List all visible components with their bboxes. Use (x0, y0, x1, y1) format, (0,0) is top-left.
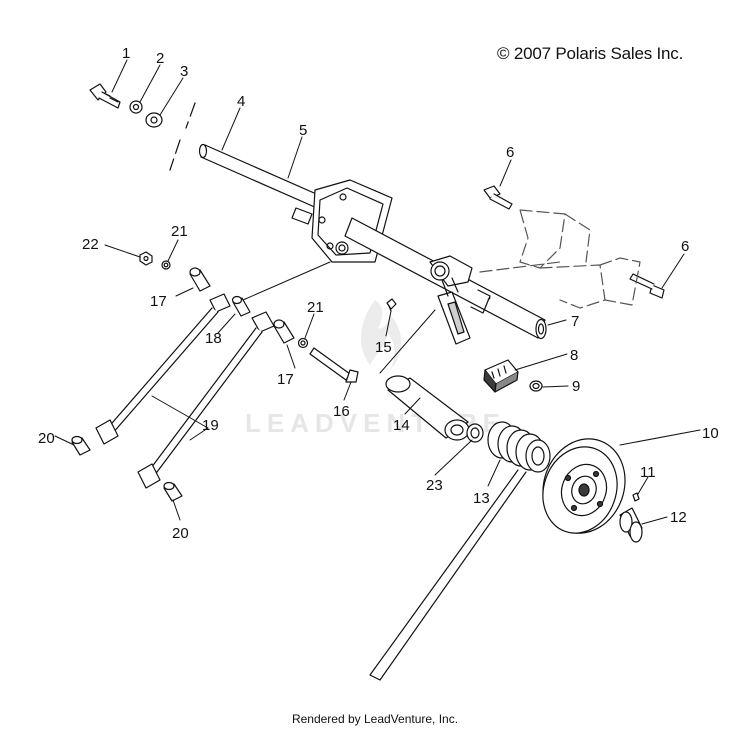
part-1-bolt (89, 83, 121, 109)
part-19-strap-right (137, 311, 275, 489)
part-20-bushing-left (71, 435, 91, 456)
callout-1: 1 (122, 45, 130, 62)
part-3-washer (145, 112, 163, 128)
part-15-grease-fitting (386, 298, 397, 312)
part-12-bushing (619, 507, 643, 543)
callouts: 1 2 3 4 5 6 6 7 8 9 10 11 12 13 14 15 16… (38, 45, 719, 542)
part-17-bushing-upper (189, 267, 211, 292)
callout-14: 14 (393, 417, 410, 434)
callout-12: 12 (670, 509, 687, 526)
callout-23: 23 (426, 477, 443, 494)
part-21-washer-upper (161, 260, 171, 270)
callout-4: 4 (237, 93, 245, 110)
watermark-flame-icon (360, 300, 402, 370)
part-18-bushing (231, 295, 251, 317)
part-8-block (483, 359, 519, 393)
part-6-bolt-upper (483, 185, 513, 210)
callout-10: 10 (702, 425, 719, 442)
callout-20-right: 20 (172, 525, 189, 542)
callout-21-lower: 21 (307, 299, 324, 316)
part-22-nut (139, 251, 153, 266)
part-21-washer-lower (297, 337, 309, 349)
callout-19: 19 (202, 417, 219, 434)
part-5-axle-bracket (291, 179, 547, 345)
part-17-bushing-lower (273, 319, 295, 344)
part-19-strap-left (95, 293, 231, 445)
callout-2: 2 (156, 50, 164, 67)
part-10-idler-wheel (542, 438, 626, 534)
callout-17-upper: 17 (150, 293, 167, 310)
callout-20-left: 20 (38, 430, 55, 447)
copyright-notice: © 2007 Polaris Sales Inc. (497, 44, 684, 63)
part-13-torsion-spring (369, 421, 551, 681)
callout-6-lower: 6 (681, 238, 689, 255)
callout-6-upper: 6 (506, 144, 514, 161)
part-6-bolt-lower (629, 273, 665, 299)
footer-credit: Rendered by LeadVenture, Inc. (291, 712, 459, 726)
part-14-sleeve (385, 375, 470, 441)
callout-15: 15 (375, 339, 392, 356)
watermark: LEADVENTURE (245, 300, 500, 438)
part-16-bolt (309, 347, 359, 383)
part-20-bushing-right (163, 481, 183, 502)
callout-11: 11 (640, 464, 656, 481)
part-11-set-screw (632, 492, 640, 502)
callout-21-upper: 21 (171, 223, 188, 240)
callout-13: 13 (473, 490, 490, 507)
callout-9: 9 (572, 378, 580, 395)
callout-3: 3 (180, 63, 188, 80)
part-4-shaft (198, 143, 331, 213)
callout-8: 8 (570, 347, 578, 364)
phantom-frame (479, 209, 641, 309)
callout-17-lower: 17 (277, 371, 294, 388)
callout-7: 7 (571, 313, 579, 330)
leader-lines (54, 59, 701, 525)
part-2-washer (129, 100, 143, 114)
callout-16: 16 (333, 403, 350, 420)
part-23-washer (466, 423, 484, 443)
callout-22: 22 (82, 236, 99, 253)
callout-5: 5 (299, 122, 307, 139)
callout-18: 18 (205, 330, 222, 347)
part-9-oring (529, 380, 543, 392)
